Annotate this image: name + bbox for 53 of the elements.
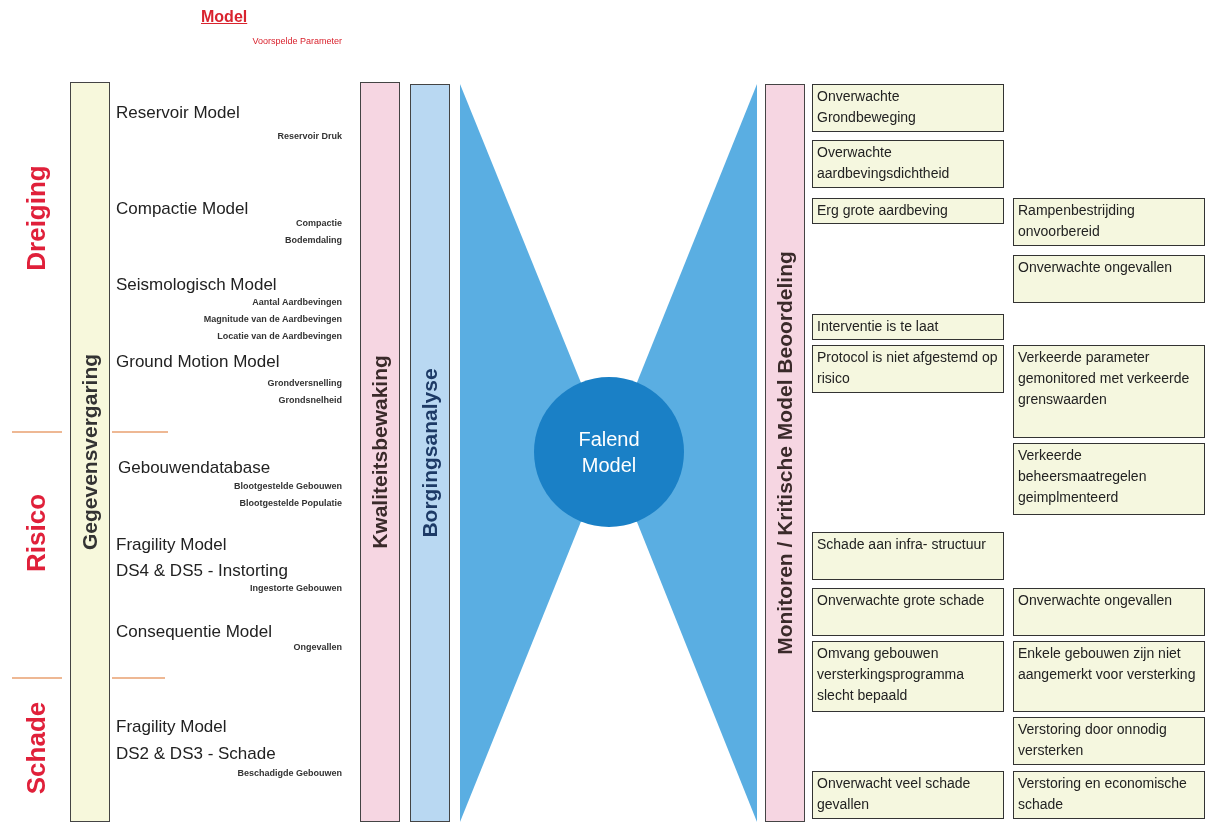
category-label: Risico	[20, 494, 52, 572]
parameter-name: Ingestorte Gebouwen	[250, 583, 342, 593]
text-box: Verkeerde parameter gemonitored met verkeerde grenswaarden	[1013, 345, 1205, 438]
bar-label: Kwaliteitsbewaking	[368, 355, 392, 549]
parameter-name: Aantal Aardbevingen	[252, 297, 342, 307]
model-name: Fragility Model	[116, 535, 227, 555]
vertical-bar	[360, 82, 400, 822]
category-label: Schade	[20, 701, 52, 795]
parameter-name: Beschadigde Gebouwen	[237, 768, 342, 778]
vertical-bar	[410, 84, 450, 822]
text-box: Omvang gebouwen versterkingsprogramma slecht bepaald	[812, 641, 1004, 712]
text-box: Onverwacht veel schade gevallen	[812, 771, 1004, 819]
bar-label: Gegevensvergaring	[78, 353, 102, 551]
text-box: Overwachte aardbevingsdichtheid	[812, 140, 1004, 188]
parameter-name: Locatie van de Aardbevingen	[217, 331, 342, 341]
model-name: Seismologisch Model	[116, 275, 277, 295]
text-box: Onverwachte Grondbeweging	[812, 84, 1004, 132]
parameter-name: Magnitude van de Aardbevingen	[203, 314, 342, 324]
parameter-name: Grondsnelheid	[278, 395, 342, 405]
vertical-bar	[70, 82, 110, 822]
key-subtitle: Voorspelde Parameter	[252, 36, 342, 46]
model-name: Fragility Model	[116, 717, 227, 737]
model-name: Consequentie Model	[116, 622, 272, 642]
parameter-name: Blootgestelde Populatie	[239, 498, 342, 508]
text-box: Onverwachte ongevallen	[1013, 588, 1205, 636]
model-name: Ground Motion Model	[116, 352, 280, 372]
bar-label: Monitoren / Kritische Model Beoordeling	[773, 251, 797, 655]
text-box: Interventie is te laat	[812, 314, 1004, 340]
text-box: Verkeerde beheersmaatregelen geimplmenteerd	[1013, 443, 1205, 515]
bar-label: Borgingsanalyse	[418, 368, 442, 538]
text-box: Enkele gebouwen zijn niet aangemerkt voor versterking	[1013, 641, 1205, 712]
parameter-name: Grondversnelling	[267, 378, 342, 388]
key-title: Model	[201, 8, 248, 26]
text-box: Verstoring door onnodig versterken	[1013, 717, 1205, 765]
parameter-name: Blootgestelde Gebouwen	[234, 481, 342, 491]
model-name: Gebouwendatabase	[118, 458, 271, 478]
text-box: Schade aan infra- structuur	[812, 532, 1004, 580]
model-name: DS2 & DS3 - Schade	[116, 744, 276, 764]
parameter-name: Reservoir Druk	[277, 131, 342, 141]
text-box: Erg grote aardbeving	[812, 198, 1004, 224]
model-name: DS4 & DS5 - Instorting	[116, 561, 288, 581]
category-label: Dreiging	[20, 165, 52, 271]
text-box: Onverwachte ongevallen	[1013, 255, 1205, 303]
model-name: Compactie Model	[116, 199, 249, 219]
model-name: Reservoir Model	[116, 103, 240, 123]
text-box: Protocol is niet afgestemd op risico	[812, 345, 1004, 393]
text-box: Rampenbestrijding onvoorbereid	[1013, 198, 1205, 246]
vertical-bar	[765, 84, 805, 822]
parameter-name: Compactie	[296, 218, 342, 228]
parameter-name: Bodemdaling	[285, 235, 342, 245]
text-box: Verstoring en economische schade	[1013, 771, 1205, 819]
text-box: Onverwachte grote schade	[812, 588, 1004, 636]
parameter-name: Ongevallen	[293, 642, 342, 652]
